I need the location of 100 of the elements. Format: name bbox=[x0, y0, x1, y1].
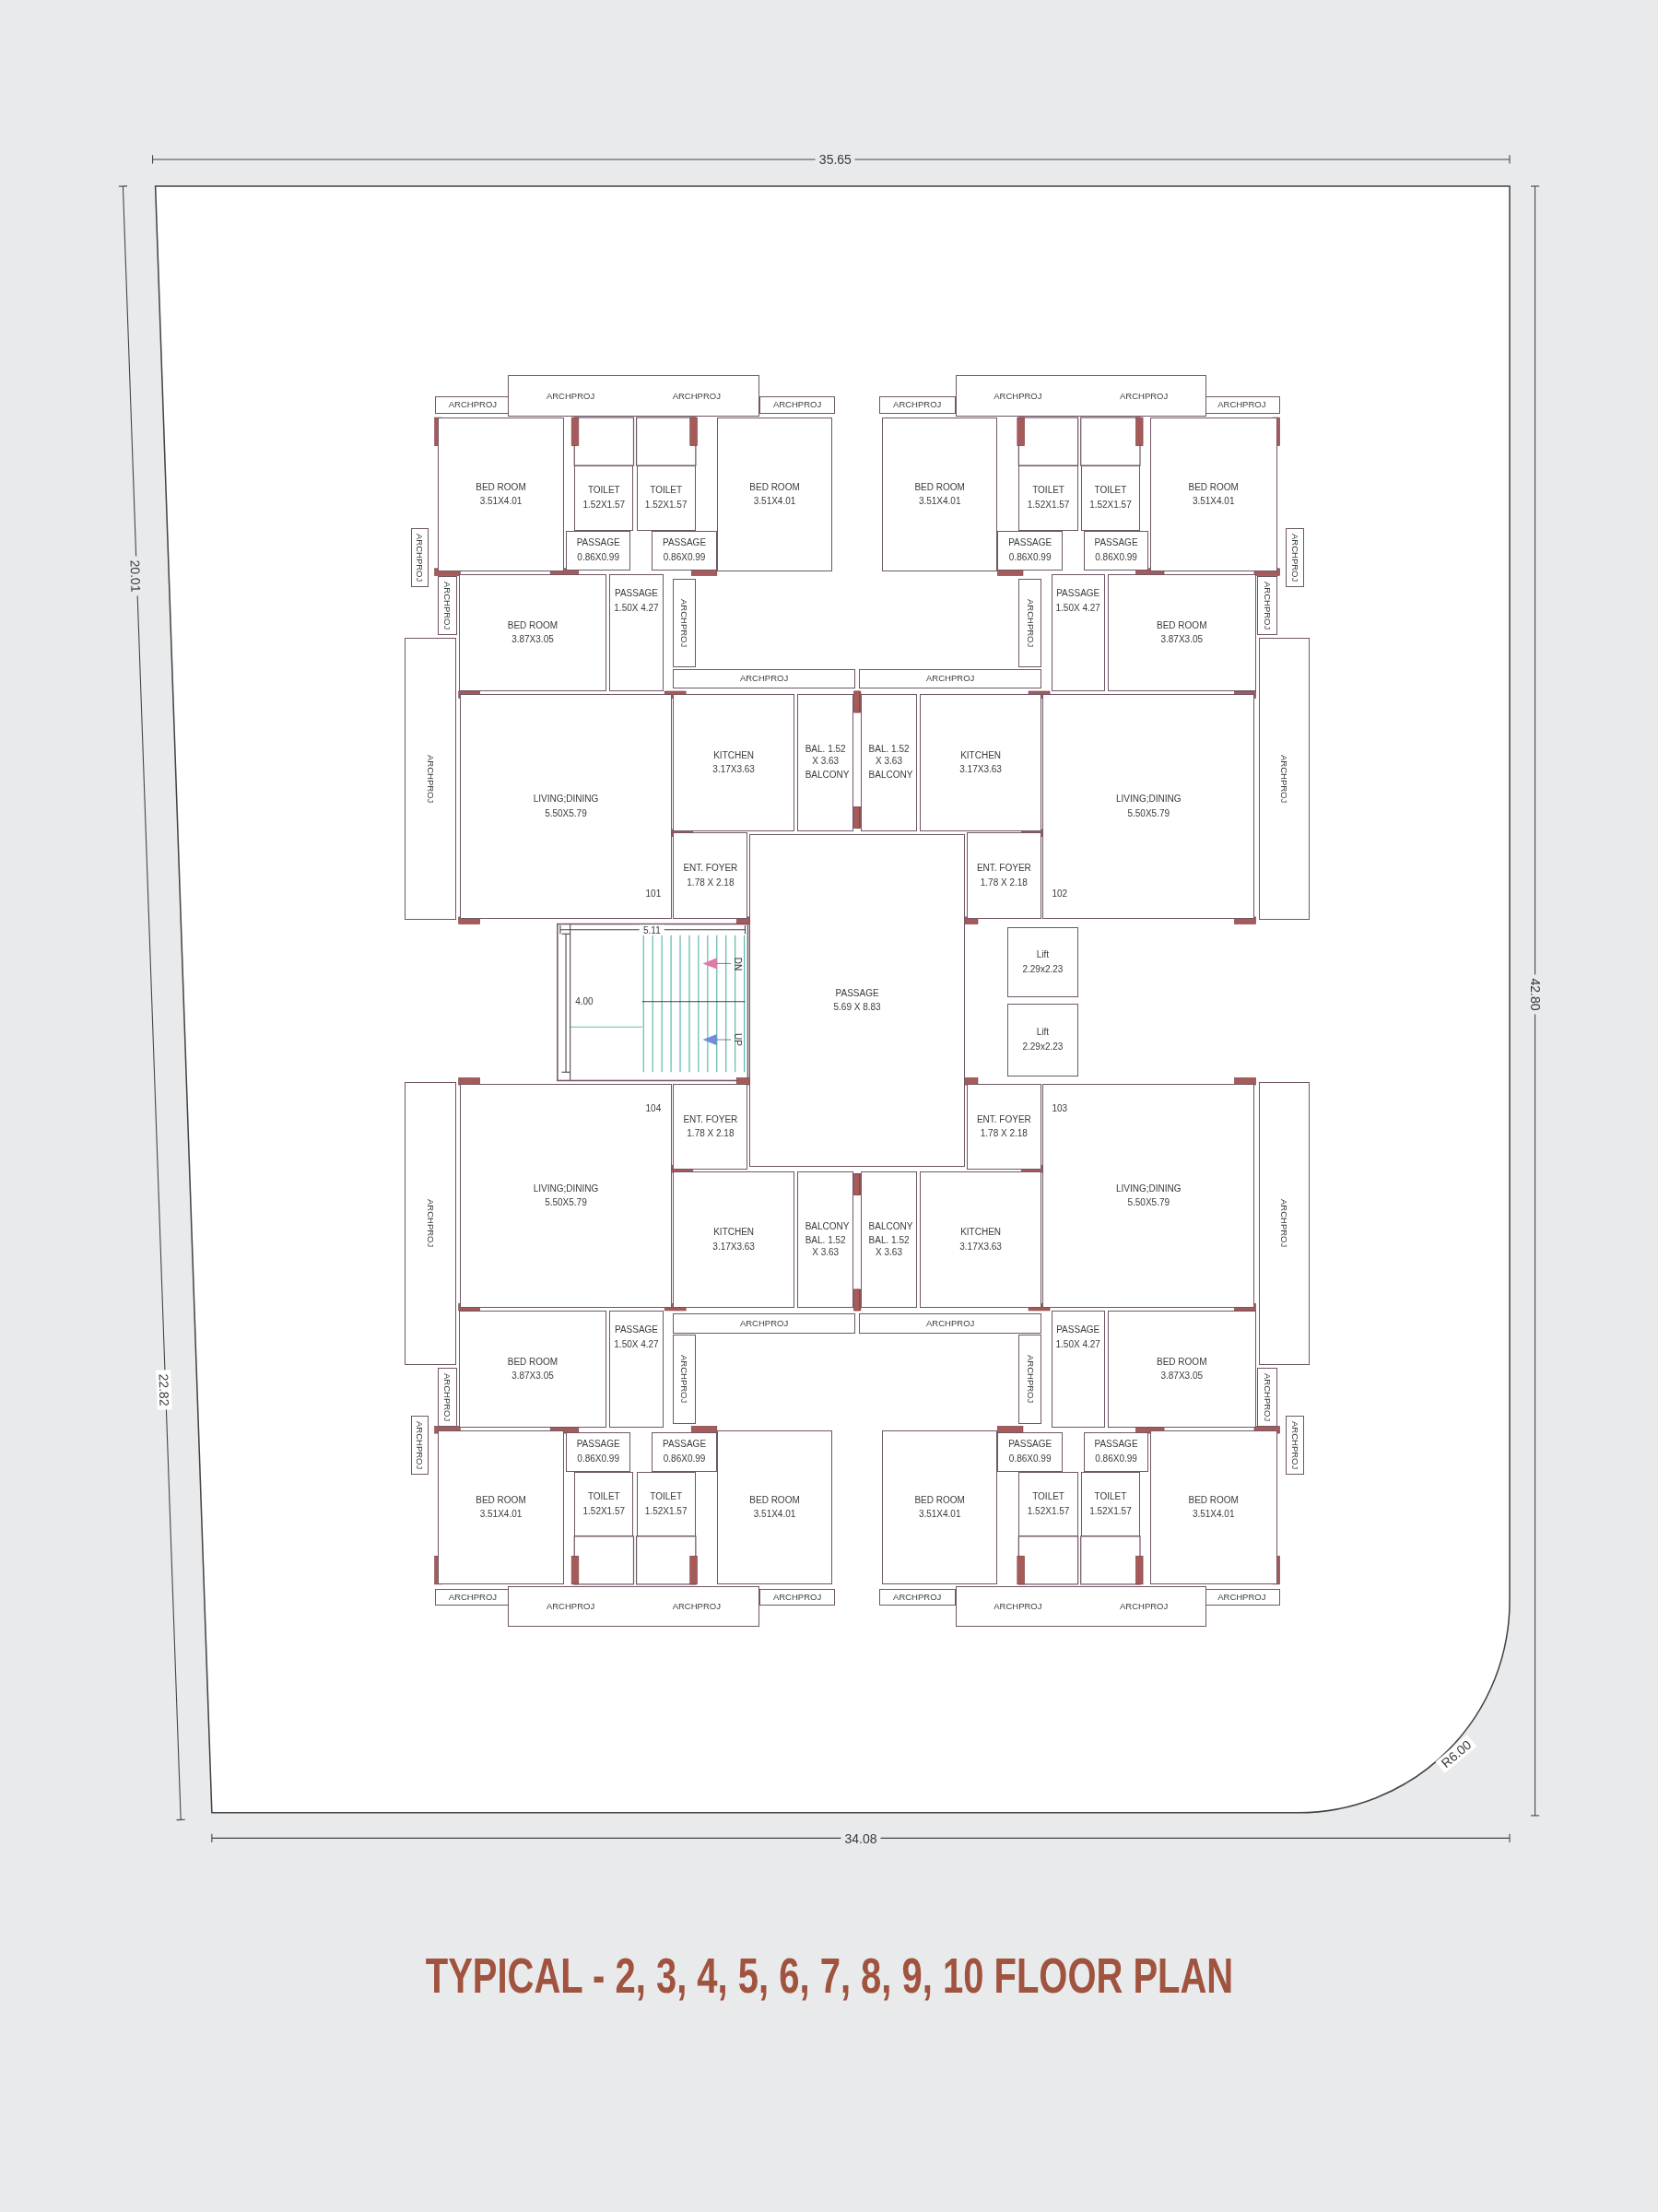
room-label: BED ROOM bbox=[476, 1494, 526, 1507]
projection-box bbox=[508, 1585, 759, 1628]
projection-box bbox=[673, 668, 855, 689]
room-label: 3.17X3.63 bbox=[959, 1241, 1002, 1253]
room-outline bbox=[1080, 1471, 1141, 1537]
room-label: 3.51X4.01 bbox=[479, 1509, 523, 1521]
projection-box bbox=[878, 396, 956, 414]
room-label: 1.78 X 2.18 bbox=[980, 877, 1028, 888]
room-label: 5.50X5.79 bbox=[545, 807, 587, 819]
projection-label: ARCHPROJ bbox=[414, 1420, 426, 1469]
room-outline bbox=[673, 1083, 748, 1171]
room-label: TOILET bbox=[587, 485, 620, 497]
projection-label: ARCHPROJ bbox=[1024, 1355, 1036, 1404]
room-label: 3.51X4.01 bbox=[479, 496, 523, 508]
room-outline bbox=[920, 1171, 1041, 1309]
room-label: LIVING;DINING bbox=[1116, 1182, 1182, 1195]
room-label: BED ROOM bbox=[507, 1356, 559, 1369]
room-label: 0.86X0.99 bbox=[1008, 551, 1052, 564]
room-outline bbox=[652, 530, 717, 571]
room-label: KITCHEN bbox=[713, 749, 755, 762]
room-outline bbox=[716, 1430, 833, 1585]
projection-label: ARCHPROJ bbox=[672, 390, 721, 402]
room-outline bbox=[997, 530, 1063, 571]
unit-number: 101 bbox=[644, 888, 663, 899]
room-label: 1.52X1.57 bbox=[1089, 1505, 1132, 1518]
room-label: PASSAGE bbox=[576, 537, 620, 549]
room-label: 1.78 X 2.18 bbox=[687, 877, 735, 888]
room-outline bbox=[609, 574, 664, 692]
room-label: PASSAGE bbox=[663, 537, 707, 549]
room-label: 3.51X4.01 bbox=[918, 1509, 961, 1521]
room-outline bbox=[1007, 1003, 1078, 1077]
room-label: 1.52X1.57 bbox=[582, 1505, 626, 1518]
room-label: 0.86X0.99 bbox=[663, 1453, 706, 1465]
room-outline bbox=[716, 418, 833, 572]
unit-number: 102 bbox=[1051, 888, 1069, 899]
stair-direction-label: UP bbox=[732, 1033, 745, 1047]
room-outline bbox=[1080, 465, 1141, 531]
room-outline bbox=[881, 418, 998, 572]
room-outline bbox=[997, 1432, 1063, 1472]
room-label: BAL. 1.52 X 3.63 bbox=[868, 744, 910, 768]
projection-label: ARCHPROJ bbox=[772, 399, 822, 411]
projection-label: ARCHPROJ bbox=[441, 1372, 453, 1421]
room-label: Lift bbox=[1036, 949, 1050, 961]
room-outline bbox=[1007, 926, 1078, 998]
room-outline bbox=[966, 832, 1041, 919]
room-label: LIVING;DINING bbox=[1116, 794, 1182, 806]
projection-box bbox=[405, 638, 456, 921]
room-label: ENT. FOYER bbox=[976, 1113, 1031, 1126]
room-label: TOILET bbox=[650, 1491, 683, 1503]
room-label: PASSAGE bbox=[663, 1439, 707, 1451]
room-label: 0.86X0.99 bbox=[577, 551, 619, 564]
projection-box bbox=[758, 396, 836, 414]
room-outline bbox=[860, 1171, 918, 1309]
projection-label: ARCHPROJ bbox=[425, 1199, 436, 1248]
room-label: 3.87X3.05 bbox=[1160, 1371, 1204, 1382]
room-label: KITCHEN bbox=[713, 1227, 755, 1239]
room-label: 0.86X0.99 bbox=[577, 1453, 619, 1465]
room-label: BAL. 1.52 X 3.63 bbox=[805, 744, 846, 768]
room-outline bbox=[1083, 530, 1149, 571]
room-label: PASSAGE bbox=[576, 1439, 620, 1451]
room-label: ENT. FOYER bbox=[976, 863, 1031, 875]
projection-box bbox=[1258, 1082, 1310, 1365]
projection-box bbox=[508, 375, 759, 417]
room-label: 3.17X3.63 bbox=[712, 1241, 755, 1253]
projection-box bbox=[1018, 1335, 1041, 1424]
room-label: PASSAGE bbox=[1008, 537, 1052, 549]
room-outline bbox=[458, 1311, 607, 1429]
room-outline bbox=[1107, 574, 1256, 692]
room-label: 0.86X0.99 bbox=[1095, 551, 1137, 564]
room-label: 2.29x2.23 bbox=[1022, 1041, 1064, 1053]
room-outline bbox=[673, 832, 748, 919]
projection-label: ARCHPROJ bbox=[1288, 533, 1300, 582]
room-outline bbox=[797, 694, 854, 831]
projection-label: ARCHPROJ bbox=[926, 673, 975, 685]
room-label: TOILET bbox=[1094, 1491, 1127, 1503]
room-outline bbox=[458, 574, 607, 692]
projection-label: ARCHPROJ bbox=[772, 1592, 822, 1604]
room-label: 1.78 X 2.18 bbox=[687, 1128, 735, 1140]
room-outline bbox=[1042, 694, 1255, 919]
room-label: TOILET bbox=[1032, 1491, 1064, 1503]
room-label: PASSAGE bbox=[1094, 537, 1138, 549]
room-outline bbox=[881, 1430, 998, 1585]
room-label: TOILET bbox=[587, 1491, 620, 1503]
room-label: 3.87X3.05 bbox=[1160, 634, 1204, 646]
projection-box bbox=[405, 1082, 456, 1365]
room-outline bbox=[437, 418, 565, 572]
room-label: TOILET bbox=[1094, 485, 1127, 497]
room-label: PASSAGE bbox=[1094, 1439, 1138, 1451]
room-label: BAL. 1.52 X 3.63 bbox=[805, 1235, 846, 1259]
dimension-label: 22.82 bbox=[155, 1370, 172, 1410]
projection-label: ARCHPROJ bbox=[893, 399, 942, 411]
projection-label: ARCHPROJ bbox=[994, 1601, 1042, 1613]
projection-label: ARCHPROJ bbox=[441, 581, 453, 629]
projection-box bbox=[673, 578, 696, 668]
room-outline bbox=[460, 1083, 672, 1309]
room-label: 1.50X 4.27 bbox=[614, 1338, 659, 1351]
projection-box bbox=[1257, 575, 1277, 635]
room-label: 0.86X0.99 bbox=[1095, 1453, 1137, 1465]
room-label: PASSAGE bbox=[1056, 1324, 1100, 1336]
projection-label: ARCHPROJ bbox=[1120, 1601, 1169, 1613]
